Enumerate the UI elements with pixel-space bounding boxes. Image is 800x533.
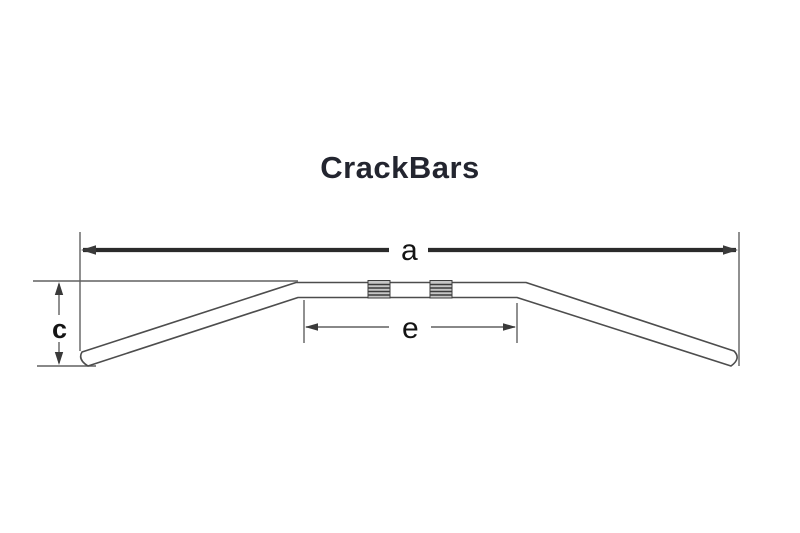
arrow-down-icon (54, 352, 64, 365)
dimension-c-label: c (52, 314, 67, 344)
dimension-a-label: a (401, 234, 418, 267)
arrow-up-icon (54, 282, 64, 295)
arrow-left-icon (81, 245, 96, 255)
dimension-e-label: e (402, 312, 419, 345)
knurl-right (429, 280, 453, 299)
knurl-left (367, 280, 391, 299)
page-title: CrackBars (320, 150, 480, 185)
handlebar-outline (79, 281, 738, 367)
arrow-right-small-icon (503, 323, 516, 331)
arrow-left-small-icon (305, 323, 318, 331)
arrow-right-icon (723, 245, 738, 255)
